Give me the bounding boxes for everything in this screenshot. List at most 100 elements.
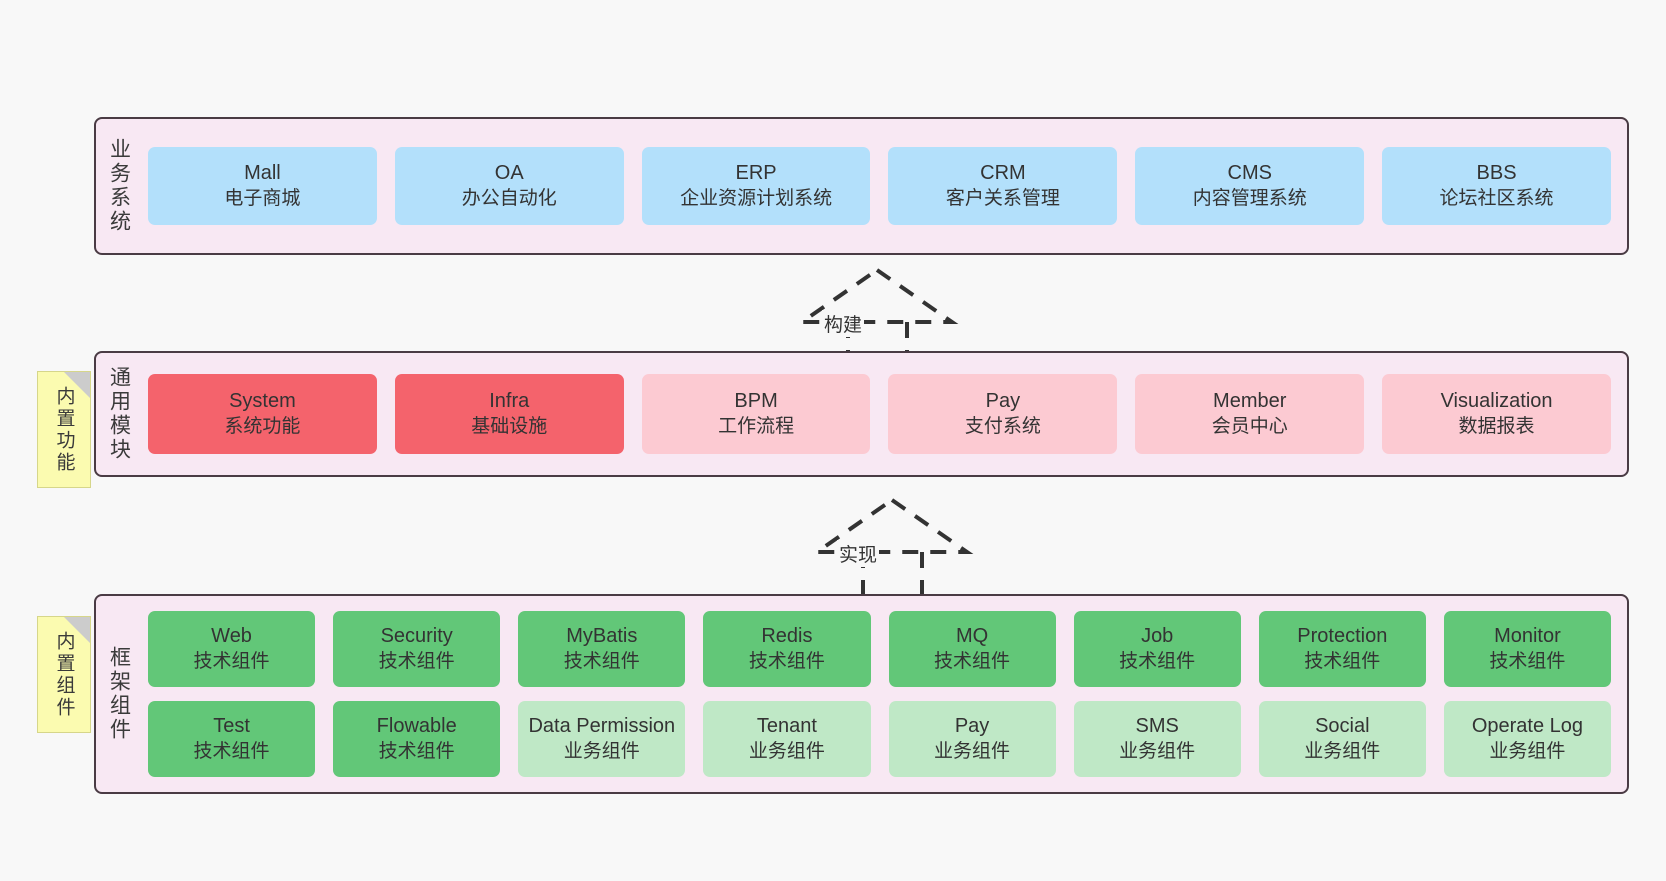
- node-title: Test: [213, 715, 250, 738]
- node-monitor[interactable]: Monitor 技术组件: [1443, 611, 1611, 687]
- node-flowable[interactable]: Flowable 技术组件: [333, 701, 501, 777]
- node-title: Infra: [489, 390, 530, 413]
- node-pay[interactable]: Pay 支付系统: [888, 374, 1118, 454]
- node-subtitle: 数据报表: [1458, 415, 1535, 437]
- node-subtitle: 技术组件: [1119, 650, 1196, 672]
- node-title: Tenant: [756, 715, 817, 738]
- layer-title-business-system: 业务系统: [107, 138, 131, 234]
- layer-business-system: 业务系统 Mall 电子商城 OA 办公自动化 ERP 企业资源计划系统 CRM…: [94, 117, 1629, 255]
- node-title: Security: [380, 625, 453, 648]
- node-web[interactable]: Web 技术组件: [148, 611, 316, 687]
- node-title: ERP: [735, 162, 777, 185]
- node-title: OA: [494, 162, 524, 185]
- note-label: 内置组件: [53, 630, 75, 719]
- node-title: MQ: [955, 625, 989, 648]
- node-title: CMS: [1227, 162, 1272, 185]
- node-erp[interactable]: ERP 企业资源计划系统: [641, 147, 871, 225]
- layer-framework-component: 框架组件 Web 技术组件 Security 技术组件 MyBatis 技术组件…: [94, 594, 1629, 794]
- node-title: Pay: [985, 390, 1021, 413]
- node-member[interactable]: Member 会员中心: [1135, 374, 1365, 454]
- node-security[interactable]: Security 技术组件: [333, 611, 501, 687]
- layer-row: Web 技术组件 Security 技术组件 MyBatis 技术组件 Redi…: [148, 611, 1611, 687]
- node-subtitle: 会员中心: [1211, 415, 1288, 437]
- node-title: Redis: [761, 625, 813, 648]
- note-builtin-feature: 内置功能: [37, 371, 91, 488]
- node-subtitle: 客户关系管理: [945, 187, 1060, 209]
- node-subtitle: 系统功能: [224, 415, 301, 437]
- generalization-triangle-icon: [810, 497, 974, 554]
- node-operate-log[interactable]: Operate Log 业务组件: [1443, 701, 1611, 777]
- node-subtitle: 业务组件: [1489, 740, 1566, 762]
- node-redis[interactable]: Redis 技术组件: [703, 611, 871, 687]
- layer-body-framework-component: Web 技术组件 Security 技术组件 MyBatis 技术组件 Redi…: [142, 596, 1627, 792]
- node-subtitle: 技术组件: [193, 740, 270, 762]
- node-subtitle: 论坛社区系统: [1439, 187, 1554, 209]
- node-title: Job: [1141, 625, 1174, 648]
- node-infra[interactable]: Infra 基础设施: [394, 374, 624, 454]
- node-title: Operate Log: [1471, 715, 1584, 738]
- connector-implement: 实现: [810, 497, 975, 595]
- node-title: Flowable: [376, 715, 457, 738]
- layer-body-business-system: Mall 电子商城 OA 办公自动化 ERP 企业资源计划系统 CRM 客户关系…: [142, 119, 1627, 253]
- node-title: Member: [1213, 390, 1287, 413]
- node-subtitle: 电子商城: [224, 187, 301, 209]
- layer-row: Test 技术组件 Flowable 技术组件 Data Permission …: [148, 701, 1611, 777]
- node-subtitle: 业务组件: [563, 740, 640, 762]
- node-social[interactable]: Social 业务组件: [1258, 701, 1426, 777]
- node-subtitle: 业务组件: [934, 740, 1011, 762]
- node-title: Protection: [1297, 625, 1388, 648]
- note-fold-corner-icon: [64, 372, 90, 398]
- generalization-triangle-icon: [795, 267, 959, 324]
- node-subtitle: 技术组件: [378, 740, 455, 762]
- connector-label-implement: 实现: [837, 540, 880, 567]
- node-crm[interactable]: CRM 客户关系管理: [888, 147, 1118, 225]
- node-title: Monitor: [1494, 625, 1561, 648]
- node-visualization[interactable]: Visualization 数据报表: [1382, 374, 1611, 454]
- node-mall[interactable]: Mall 电子商城: [148, 147, 377, 225]
- layer-common-module: 通用模块 System 系统功能 Infra 基础设施 BPM 工作流程 Pay…: [94, 351, 1629, 477]
- node-subtitle: 技术组件: [563, 650, 640, 672]
- node-test[interactable]: Test 技术组件: [148, 701, 316, 777]
- node-tenant[interactable]: Tenant 业务组件: [703, 701, 871, 777]
- node-subtitle: 业务组件: [1119, 740, 1196, 762]
- layer-title-framework-component: 框架组件: [107, 646, 131, 742]
- node-title: Pay: [954, 715, 990, 738]
- node-bpm[interactable]: BPM 工作流程: [641, 374, 871, 454]
- node-mybatis[interactable]: MyBatis 技术组件: [518, 611, 686, 687]
- node-sms[interactable]: SMS 业务组件: [1073, 701, 1241, 777]
- connector-build: 构建: [795, 267, 960, 365]
- node-title: Mall: [244, 162, 281, 185]
- layer-row: Mall 电子商城 OA 办公自动化 ERP 企业资源计划系统 CRM 客户关系…: [148, 147, 1611, 225]
- node-bbs[interactable]: BBS 论坛社区系统: [1382, 147, 1611, 225]
- note-label: 内置功能: [53, 385, 75, 474]
- node-subtitle: 技术组件: [748, 650, 825, 672]
- node-job[interactable]: Job 技术组件: [1073, 611, 1241, 687]
- node-subtitle: 工作流程: [718, 415, 795, 437]
- node-mq[interactable]: MQ 技术组件: [888, 611, 1056, 687]
- node-subtitle: 支付系统: [964, 415, 1041, 437]
- connector-label-build: 构建: [822, 310, 865, 337]
- node-title: Data Permission: [528, 715, 676, 738]
- node-subtitle: 技术组件: [934, 650, 1011, 672]
- node-subtitle: 技术组件: [1489, 650, 1566, 672]
- node-title: CRM: [980, 162, 1026, 185]
- node-data-permission[interactable]: Data Permission 业务组件: [518, 701, 686, 777]
- node-title: BBS: [1476, 162, 1517, 185]
- layer-row: System 系统功能 Infra 基础设施 BPM 工作流程 Pay 支付系统…: [148, 374, 1611, 454]
- node-cms[interactable]: CMS 内容管理系统: [1135, 147, 1365, 225]
- node-title: System: [229, 390, 296, 413]
- note-fold-corner-icon: [64, 617, 90, 643]
- node-oa[interactable]: OA 办公自动化: [394, 147, 624, 225]
- note-builtin-component: 内置组件: [37, 616, 91, 733]
- layer-title-common-module: 通用模块: [107, 366, 131, 462]
- node-title: Visualization: [1440, 390, 1553, 413]
- node-title: SMS: [1135, 715, 1179, 738]
- node-subtitle: 技术组件: [1304, 650, 1381, 672]
- node-pay-component[interactable]: Pay 业务组件: [888, 701, 1056, 777]
- node-system[interactable]: System 系统功能: [148, 374, 377, 454]
- node-subtitle: 业务组件: [748, 740, 825, 762]
- node-protection[interactable]: Protection 技术组件: [1258, 611, 1426, 687]
- layer-body-common-module: System 系统功能 Infra 基础设施 BPM 工作流程 Pay 支付系统…: [142, 353, 1627, 475]
- node-subtitle: 业务组件: [1304, 740, 1381, 762]
